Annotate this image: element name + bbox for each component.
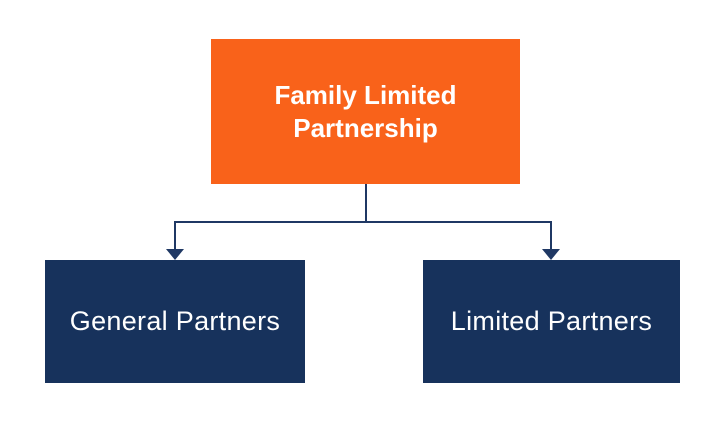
connector-drop-left	[174, 221, 176, 251]
node-limited-partners: Limited Partners	[423, 260, 680, 383]
node-family-limited-partnership-label: Family Limited Partnership	[274, 79, 457, 143]
node-general-partners-label: General Partners	[69, 306, 281, 336]
node-family-limited-partnership: Family Limited Partnership	[211, 39, 520, 184]
node-general-partners: General Partners	[45, 260, 305, 383]
arrow-down-left-icon	[166, 249, 184, 260]
connector-crossbar	[174, 221, 552, 223]
arrow-down-right-icon	[542, 249, 560, 260]
connector-stem	[365, 184, 367, 222]
connector-drop-right	[550, 221, 552, 251]
node-limited-partners-label: Limited Partners	[450, 306, 653, 336]
